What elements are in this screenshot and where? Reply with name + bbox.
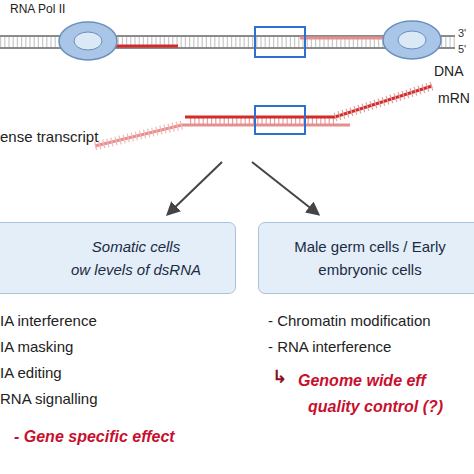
outcome-text: - Gene specific effect <box>14 428 175 446</box>
polymerase-core <box>74 32 102 50</box>
box-text: ow levels of dsRNA <box>41 258 231 281</box>
split-arrow <box>252 162 318 214</box>
outcome-text: ↳ <box>272 366 287 388</box>
part-label: RNA Pol II <box>10 2 65 16</box>
list-item: - RNA interference <box>268 338 391 355</box>
polymerase-shape <box>59 22 117 60</box>
polymerase-core <box>398 31 426 49</box>
list-item: IA editing <box>0 364 62 381</box>
mrna-strand <box>185 86 432 117</box>
list-item: IA interference <box>0 312 97 329</box>
part-label: 3' <box>458 27 466 39</box>
strand-bases <box>95 125 182 146</box>
part-label: mRN <box>438 90 470 106</box>
highlight-box <box>255 27 305 57</box>
part-label: ense transcript <box>0 128 98 145</box>
box-text: Somatic cells <box>41 235 231 258</box>
highlight-box <box>255 106 305 134</box>
split-arrow <box>168 162 222 214</box>
part-label: 5' <box>458 43 466 55</box>
outcome-text: Genome wide eff <box>298 372 426 390</box>
box-text: Male germ cells / Early embryonic cells <box>290 235 450 282</box>
part-label: DNA <box>434 63 464 79</box>
list-item: RNA signalling <box>0 390 98 407</box>
polymerase-shape <box>383 21 441 59</box>
somatic-box: Somatic cellsow levels of dsRNA <box>0 222 236 294</box>
strand-bases <box>335 86 432 117</box>
germline-box: Male germ cells / Early embryonic cells <box>258 222 474 294</box>
list-item: IA masking <box>0 338 73 355</box>
outcome-text: quality control (?) <box>308 398 443 416</box>
nascent-rna <box>300 37 386 40</box>
list-item: - Chromatin modification <box>268 312 431 329</box>
antisense-strand <box>95 125 350 146</box>
